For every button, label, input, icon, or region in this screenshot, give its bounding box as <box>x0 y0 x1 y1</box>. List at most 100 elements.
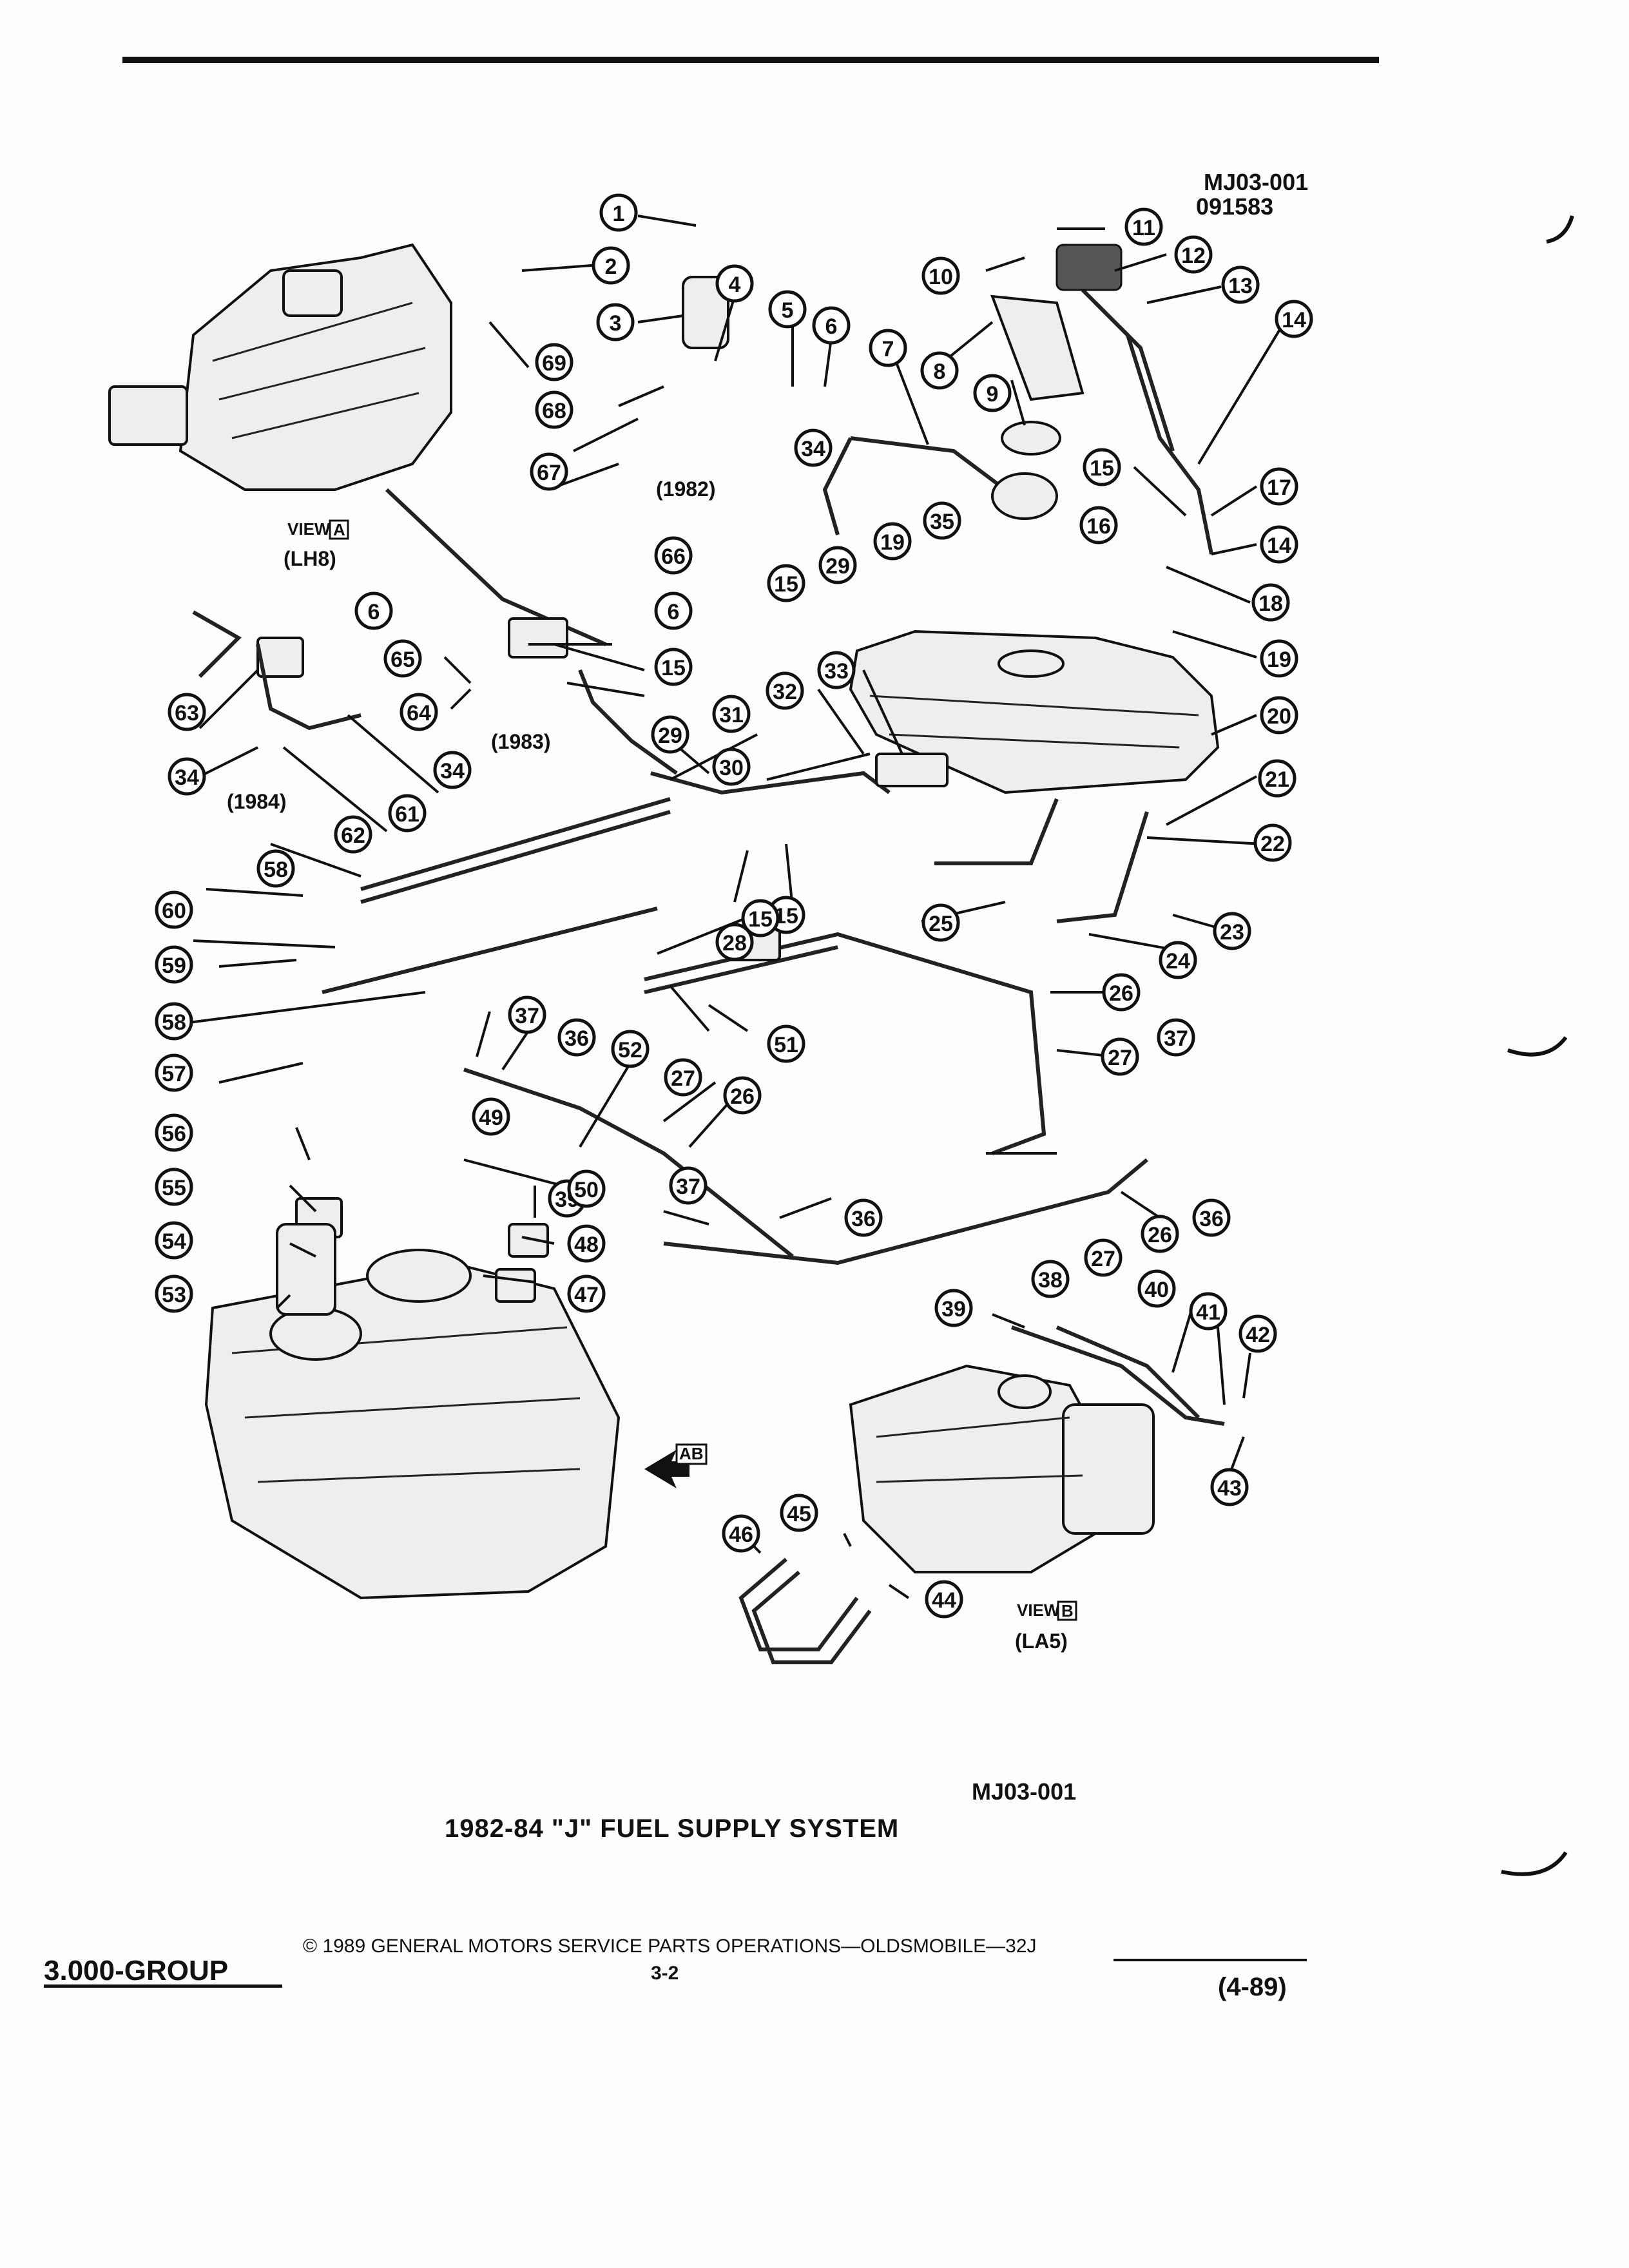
svg-text:9: 9 <box>987 382 999 407</box>
callout-40: 40 <box>1137 1269 1176 1308</box>
svg-text:36: 36 <box>1199 1207 1224 1231</box>
svg-text:32: 32 <box>773 680 797 704</box>
svg-text:34: 34 <box>440 759 465 783</box>
callout-42: 42 <box>1239 1314 1277 1353</box>
svg-text:11: 11 <box>1132 216 1155 240</box>
footer-group: 3.000-GROUP <box>44 1955 229 1986</box>
svg-text:17: 17 <box>1267 476 1291 500</box>
callout-61: 61 <box>388 794 427 832</box>
callout-48: 48 <box>567 1224 606 1263</box>
svg-text:VIEW: VIEW <box>287 519 331 539</box>
svg-text:30: 30 <box>719 756 744 780</box>
svg-text:38: 38 <box>1038 1268 1063 1293</box>
svg-text:41: 41 <box>1196 1300 1220 1325</box>
svg-text:A: A <box>333 520 345 539</box>
year-label-1983: (1983) <box>491 730 551 753</box>
callout-16: 16 <box>1079 506 1118 544</box>
callout-10: 10 <box>921 256 960 295</box>
callout-26b: 26 <box>723 1076 762 1115</box>
callout-32: 32 <box>766 671 804 710</box>
svg-text:56: 56 <box>162 1122 186 1146</box>
caption-code: MJ03-001 <box>972 1778 1077 1805</box>
view-b-label: VIEW B (LA5) <box>1015 1600 1077 1653</box>
svg-text:2: 2 <box>605 255 617 279</box>
svg-text:29: 29 <box>825 554 850 579</box>
callout-27b: 27 <box>664 1058 702 1097</box>
svg-text:AB: AB <box>679 1444 704 1463</box>
svg-text:14: 14 <box>1267 533 1291 558</box>
callout-34b: 34 <box>168 757 206 796</box>
callout-68: 68 <box>535 390 574 429</box>
callout-66: 66 <box>654 536 693 575</box>
svg-text:47: 47 <box>574 1283 599 1307</box>
svg-text:48: 48 <box>574 1233 599 1257</box>
callout-15a: 15 <box>1083 448 1121 486</box>
svg-text:27: 27 <box>1091 1247 1115 1271</box>
page-number: 3-2 <box>651 1963 679 1984</box>
svg-text:14: 14 <box>1282 308 1306 332</box>
svg-text:8: 8 <box>934 360 946 384</box>
svg-text:33: 33 <box>824 659 849 684</box>
callout-37a: 37 <box>508 995 546 1034</box>
callout-27c: 27 <box>1084 1238 1123 1277</box>
svg-text:16: 16 <box>1086 514 1111 539</box>
svg-text:24: 24 <box>1166 949 1190 974</box>
callout-4: 4 <box>715 264 754 303</box>
callout-58a: 58 <box>256 849 295 888</box>
svg-text:20: 20 <box>1267 704 1291 729</box>
svg-text:50: 50 <box>574 1178 599 1202</box>
callout-20: 20 <box>1260 696 1298 735</box>
callout-38: 38 <box>1031 1260 1070 1298</box>
svg-text:1: 1 <box>613 202 625 226</box>
svg-text:66: 66 <box>661 544 686 569</box>
callout-15b: 15 <box>767 564 805 602</box>
svg-text:15: 15 <box>748 907 773 932</box>
svg-text:54: 54 <box>162 1229 186 1254</box>
svg-text:49: 49 <box>479 1106 503 1130</box>
svg-text:6: 6 <box>825 314 838 339</box>
callout-9: 9 <box>973 374 1012 412</box>
footer-date: (4-89) <box>1218 1973 1287 2001</box>
svg-text:7: 7 <box>882 337 894 361</box>
callout-19a: 19 <box>873 522 912 561</box>
callout-26c: 26 <box>1141 1215 1179 1253</box>
callout-1: 1 <box>599 193 638 232</box>
svg-text:18: 18 <box>1258 591 1283 616</box>
callout-27a: 27 <box>1101 1037 1139 1076</box>
components <box>192 244 1123 1316</box>
callout-11: 11 <box>1124 207 1163 246</box>
callout-15e: 15 <box>741 899 780 937</box>
engine-view-b <box>849 1364 1155 1573</box>
callout-25: 25 <box>921 903 960 942</box>
callout-18: 18 <box>1251 583 1290 622</box>
svg-text:52: 52 <box>618 1038 642 1062</box>
callout-67: 67 <box>530 452 568 491</box>
callout-34a: 34 <box>794 428 833 467</box>
callout-62: 62 <box>334 815 372 854</box>
svg-text:46: 46 <box>729 1523 753 1547</box>
callout-6c: 6 <box>654 591 693 630</box>
callout-22: 22 <box>1253 823 1292 862</box>
svg-text:6: 6 <box>368 600 380 624</box>
svg-text:27: 27 <box>671 1066 695 1091</box>
callout-47: 47 <box>567 1274 606 1313</box>
callout-56: 56 <box>155 1113 193 1152</box>
svg-text:3: 3 <box>610 311 622 336</box>
svg-text:39: 39 <box>941 1297 966 1321</box>
svg-text:58: 58 <box>264 858 288 882</box>
svg-text:45: 45 <box>787 1502 811 1526</box>
svg-text:44: 44 <box>932 1588 956 1613</box>
svg-text:6: 6 <box>668 600 680 624</box>
callout-57: 57 <box>155 1053 193 1092</box>
callout-2: 2 <box>592 246 630 285</box>
callout-69: 69 <box>535 343 574 381</box>
callout-43: 43 <box>1210 1468 1249 1506</box>
svg-text:23: 23 <box>1220 920 1244 945</box>
year-label-1984: (1984) <box>227 790 287 813</box>
fuel-tank <box>849 629 1220 794</box>
callout-36b: 36 <box>844 1198 883 1237</box>
callout-36a: 36 <box>557 1018 596 1057</box>
callout-52: 52 <box>611 1030 650 1068</box>
svg-text:51: 51 <box>774 1033 798 1057</box>
